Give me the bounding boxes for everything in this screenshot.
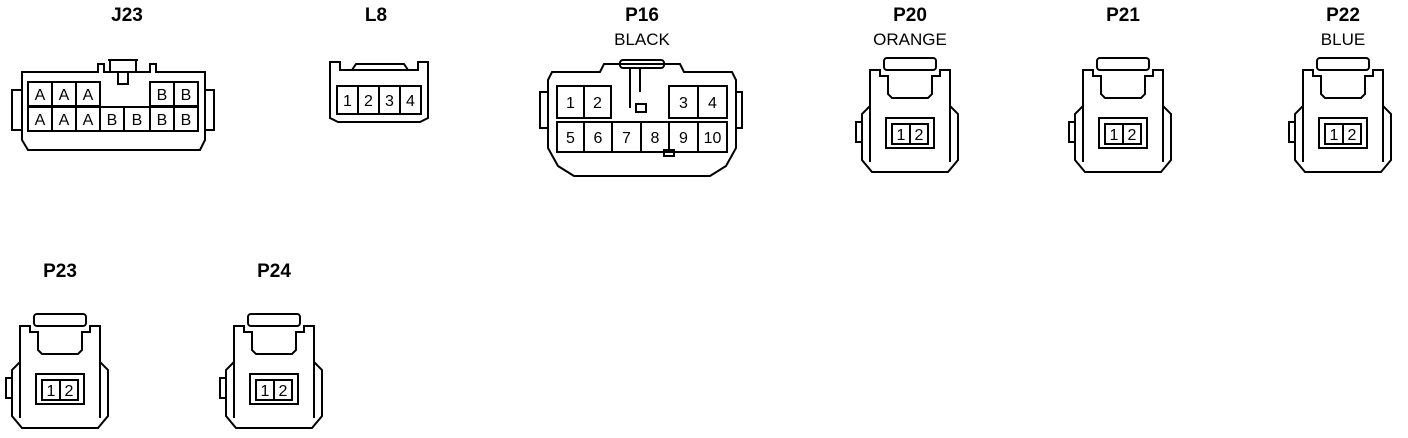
p16-pin-5: 5 <box>566 130 575 147</box>
p16-pin-9: 9 <box>679 130 688 147</box>
l8-pin-2: 2 <box>364 93 373 110</box>
p16-pin-2: 2 <box>593 95 602 112</box>
j23-pin-top-1: A <box>35 87 46 104</box>
connector-p16: 1 2 3 4 5 6 7 8 9 10 <box>539 59 743 177</box>
p16-pin-6: 6 <box>594 130 603 147</box>
l8-pin-1: 1 <box>343 93 352 110</box>
j23-pin-bottom-1: A <box>35 112 46 129</box>
p21-pin-1: 1 <box>1110 127 1119 144</box>
connector-l8: 1 2 3 4 <box>329 61 429 123</box>
p22-pin-2: 2 <box>1348 127 1357 144</box>
j23-pin-top-2: A <box>59 87 70 104</box>
p16-pin-7: 7 <box>622 130 631 147</box>
p16-pin-4: 4 <box>708 95 717 112</box>
p16-label: P16 <box>625 5 659 26</box>
p20-pin-2: 2 <box>915 127 924 144</box>
l8-label: L8 <box>364 5 388 26</box>
j23-pin-bottom-7: B <box>181 112 192 129</box>
connector-p21: 1 2 <box>1068 57 1172 173</box>
p21-label: P21 <box>1106 5 1140 26</box>
p23-pin-2: 2 <box>65 383 74 400</box>
j23-pin-bottom-2: A <box>59 112 70 129</box>
p16-pin-3: 3 <box>679 95 688 112</box>
connector-p24: 1 2 <box>219 313 323 429</box>
p16-color: BLACK <box>614 30 670 49</box>
j23-pin-bottom-4: B <box>107 112 118 129</box>
p20-label: P20 <box>893 5 927 26</box>
l8-pin-4: 4 <box>406 93 415 110</box>
p16-pin-1: 1 <box>566 95 575 112</box>
p23-label: P23 <box>43 261 77 282</box>
j23-pin-top-7: B <box>157 87 168 104</box>
p22-color: BLUE <box>1320 30 1366 49</box>
connector-p22: 1 2 <box>1288 57 1392 173</box>
j23-pin-top-3: A <box>83 87 94 104</box>
p24-pin-1: 1 <box>261 383 270 400</box>
p22-label: P22 <box>1326 5 1360 26</box>
p21-pin-2: 2 <box>1128 127 1137 144</box>
p16-pin-10: 10 <box>704 130 722 147</box>
j23-pin-bottom-5: B <box>132 112 143 129</box>
j23-pin-bottom-6: B <box>157 112 168 129</box>
p20-color: ORANGE <box>873 30 947 49</box>
j23-label: J23 <box>111 5 143 26</box>
connector-p20: 1 2 <box>855 57 959 173</box>
p24-label: P24 <box>257 261 291 282</box>
p22-pin-1: 1 <box>1330 127 1339 144</box>
j23-pin-top-8: B <box>181 87 192 104</box>
p24-pin-2: 2 <box>279 383 288 400</box>
connector-p23: 1 2 <box>5 313 109 429</box>
p23-pin-1: 1 <box>47 383 56 400</box>
l8-pin-3: 3 <box>385 93 394 110</box>
p16-pin-8: 8 <box>651 130 660 147</box>
connector-j23: A A A B B A A A B B B B <box>11 59 215 151</box>
p20-pin-1: 1 <box>897 127 906 144</box>
j23-pin-bottom-3: A <box>83 112 94 129</box>
